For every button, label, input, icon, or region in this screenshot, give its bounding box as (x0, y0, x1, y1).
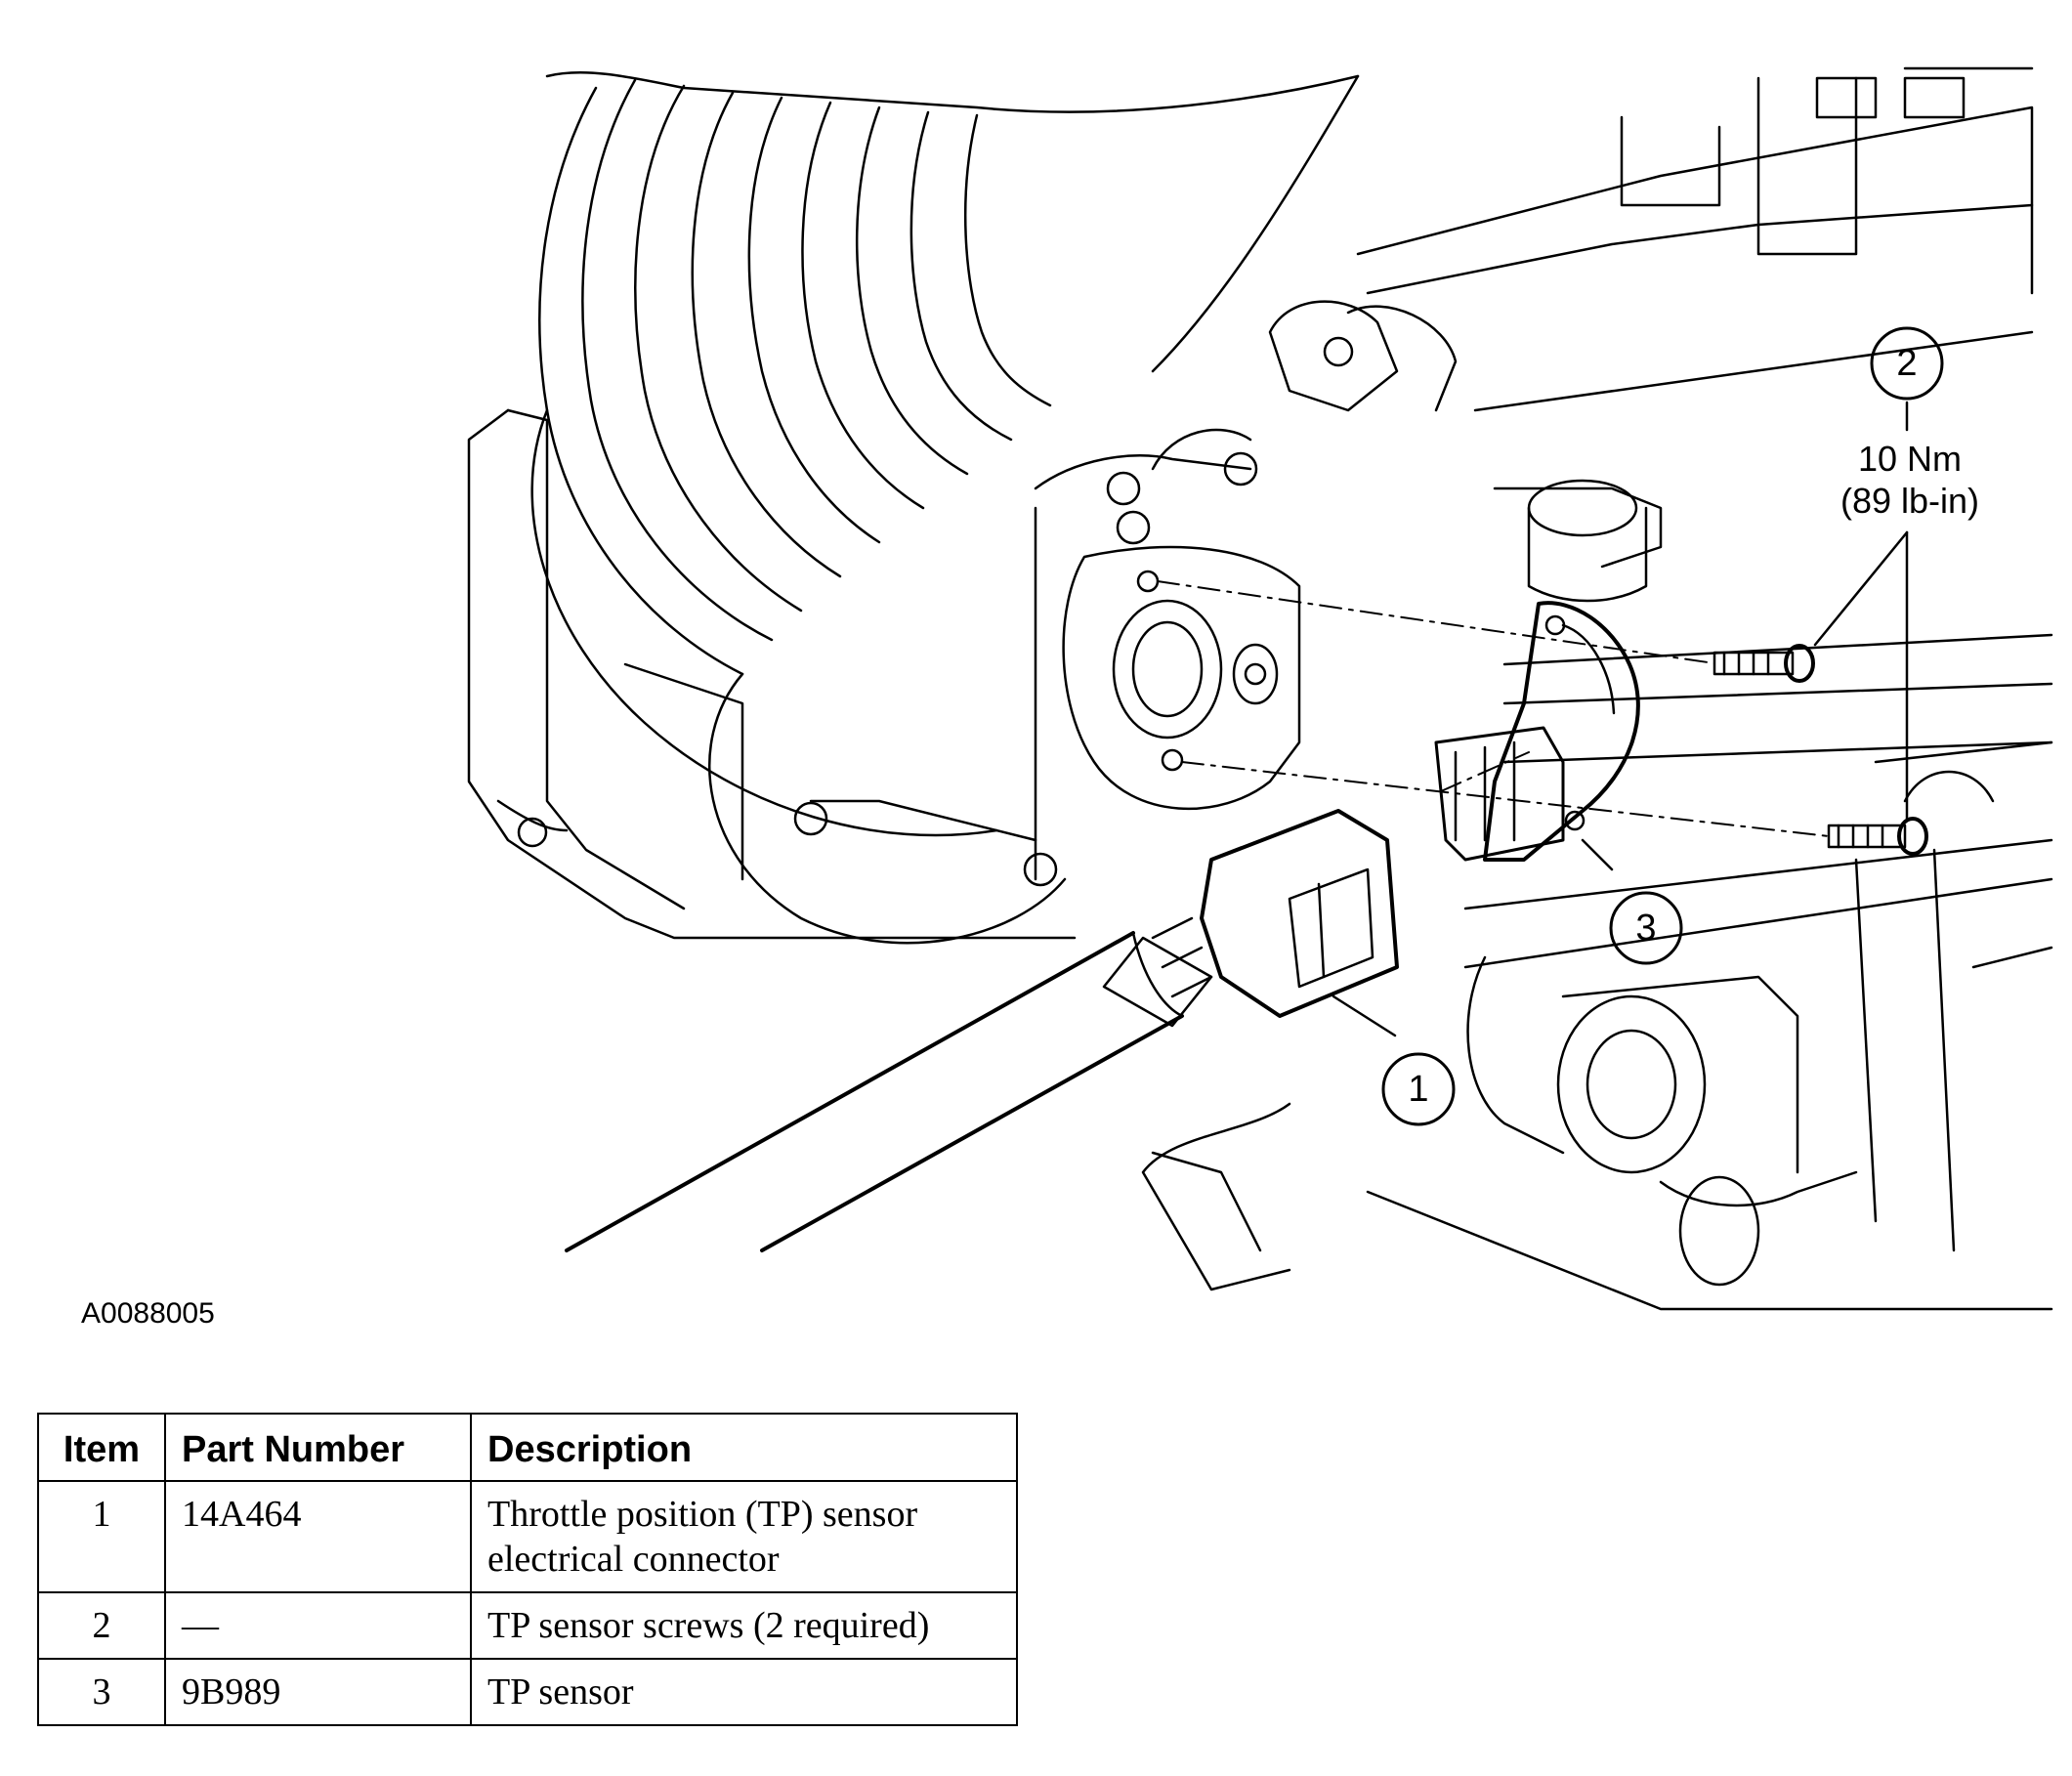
wiring-harness (565, 931, 1184, 1252)
row-part-number: 14A464 (164, 1480, 472, 1593)
torque-spec-imperial: (89 lb-in) (1840, 481, 1979, 521)
row-part-number: — (164, 1591, 472, 1660)
callout-1: 1 (1381, 1052, 1456, 1126)
header-part-number: Part Number (164, 1413, 472, 1482)
callout-2-number: 2 (1896, 343, 1917, 384)
throttle-body (793, 454, 1301, 887)
torque-spec-metric: 10 Nm (1858, 439, 1962, 479)
callout-3-number: 3 (1635, 908, 1656, 949)
parts-table: Item Part Number Description 1 14A464 Th… (37, 1413, 1018, 1726)
lower-right-components (1141, 633, 2053, 1311)
table-row: 2 — TP sensor screws (2 required) (37, 1591, 1018, 1660)
header-item: Item (37, 1413, 166, 1482)
table-header-row: Item Part Number Description (37, 1413, 1018, 1482)
figure-id: A0088005 (81, 1297, 215, 1330)
row-description: Throttle position (TP) sensor electrical… (470, 1480, 1018, 1593)
header-description: Description (470, 1413, 1018, 1482)
alignment-lines (1157, 580, 1830, 837)
row-item: 3 (37, 1658, 166, 1726)
tp-sensor-body (1434, 601, 1640, 862)
tp-sensor-screw-lower (1827, 817, 1928, 856)
callout-3: 3 (1609, 891, 1683, 965)
table-row: 3 9B989 TP sensor (37, 1658, 1018, 1726)
row-item: 1 (37, 1480, 166, 1593)
row-description: TP sensor (470, 1658, 1018, 1726)
upper-manifold (1106, 66, 2034, 603)
left-bracket (467, 408, 1077, 940)
callout-1-number: 1 (1408, 1069, 1428, 1110)
tp-connector-body (1102, 809, 1399, 1028)
tp-sensor-screw-upper (1713, 644, 1815, 683)
row-item: 2 (37, 1591, 166, 1660)
callout-2: 2 (1870, 326, 1944, 401)
intake-duct (530, 71, 1360, 945)
table-row: 1 14A464 Throttle position (TP) sensor e… (37, 1480, 1018, 1593)
callout-leaders (1332, 401, 1909, 1037)
engine-illustration: 2 3 1 10 Nm (89 lb-in) (467, 66, 2053, 1311)
row-part-number: 9B989 (164, 1658, 472, 1726)
row-description: TP sensor screws (2 required) (470, 1591, 1018, 1660)
